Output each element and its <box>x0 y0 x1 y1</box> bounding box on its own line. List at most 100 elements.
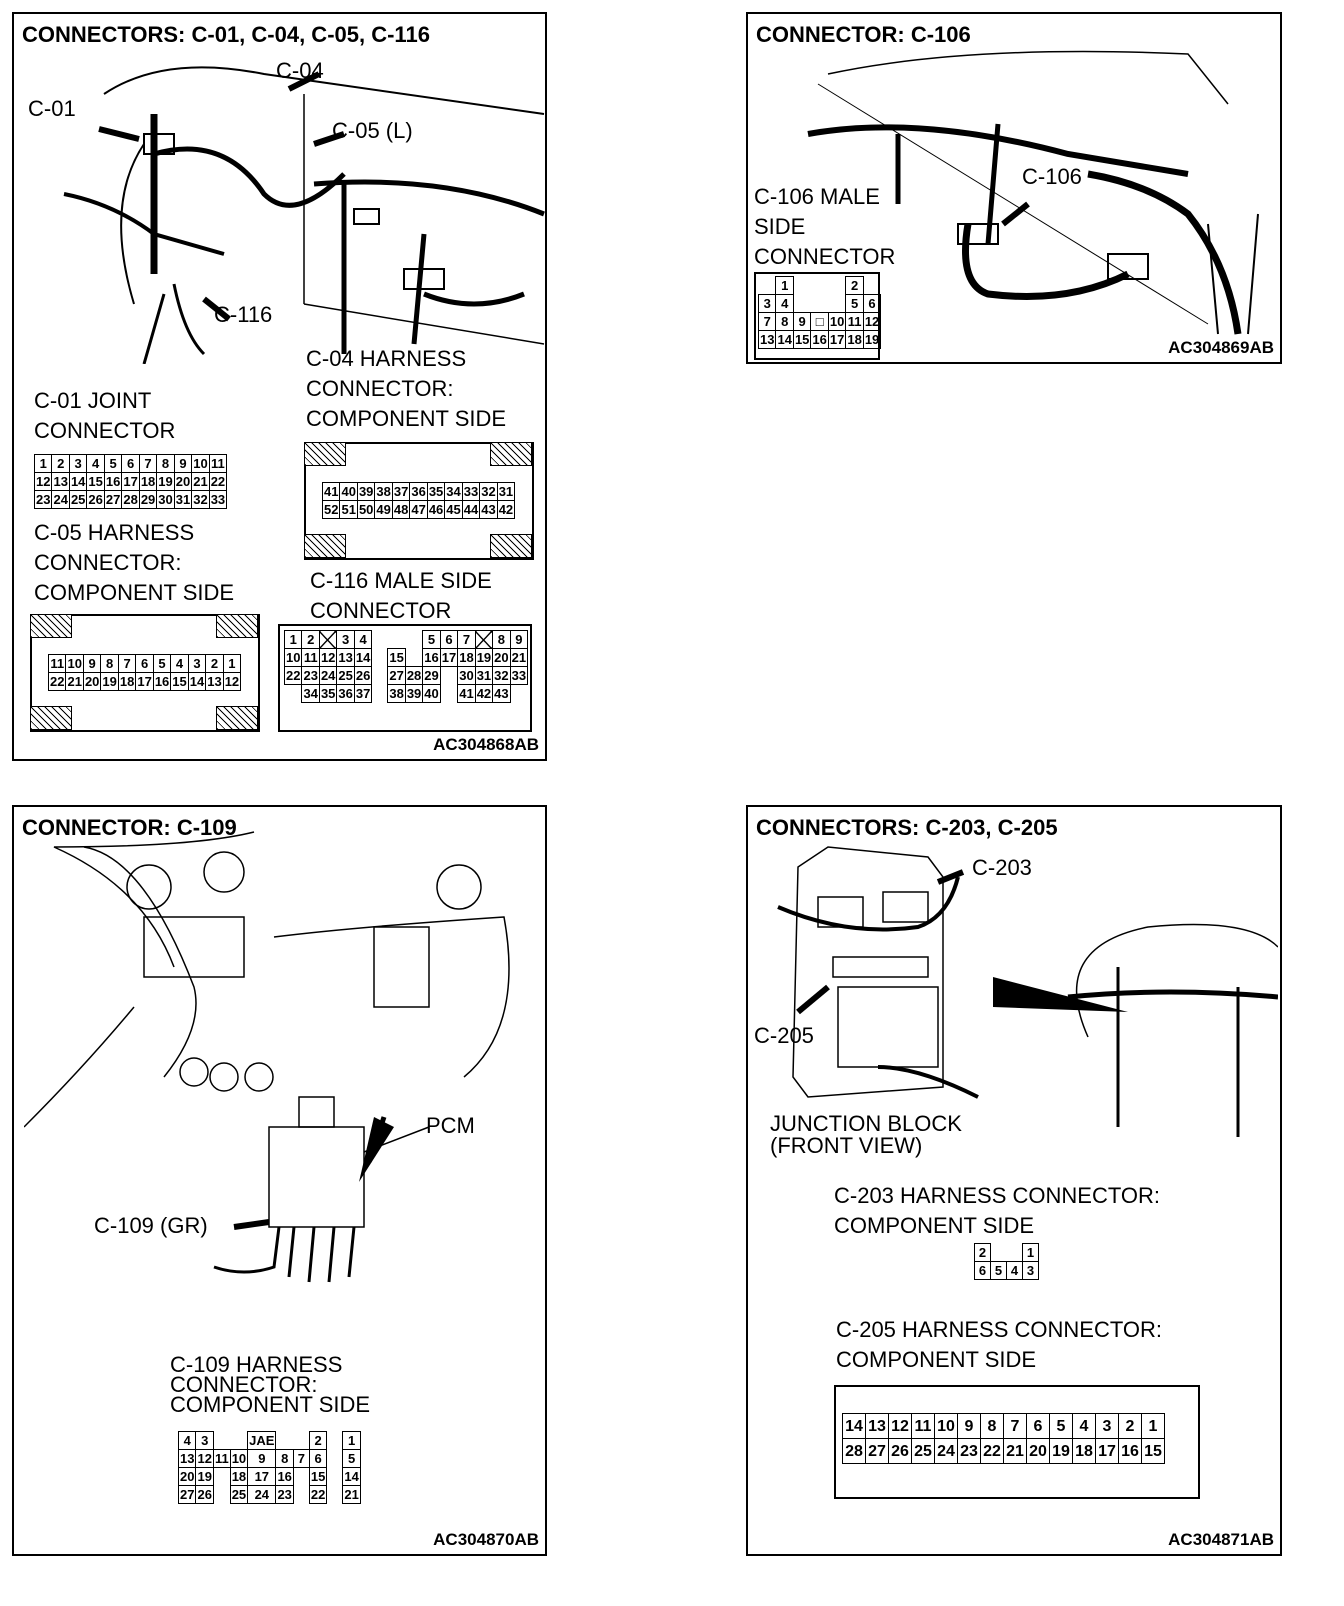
connector-pin: 4 <box>86 454 105 473</box>
connector-pin: 26 <box>195 1485 214 1504</box>
connector-pin: 41 <box>457 684 476 703</box>
connector-pin: 16 <box>422 648 441 667</box>
connector-pin: 6 <box>1026 1413 1050 1439</box>
connector-pin: 14 <box>187 672 207 691</box>
connector-gap <box>811 295 828 313</box>
connector-pin: 19 <box>1049 1438 1073 1464</box>
label-line: CONNECTOR <box>34 418 176 443</box>
connector-pin: 13 <box>336 648 355 667</box>
connector-gap <box>293 1468 309 1486</box>
label-line: C-01 JOINT <box>34 388 152 413</box>
connector-pin: 21 <box>65 672 84 691</box>
label-line: C-05 HARNESS <box>34 520 195 545</box>
connector-gap <box>372 649 388 667</box>
connector-pin: 25 <box>911 1438 935 1464</box>
label-line: COMPONENT SIDE <box>834 1213 1035 1238</box>
connector-pin: 51 <box>339 500 358 519</box>
connector-gap <box>811 277 828 295</box>
connector-pin: 5 <box>103 454 123 473</box>
connector-pin: 17 <box>121 472 140 491</box>
connector-pin: 5 <box>422 630 441 649</box>
connector-pin: 15 <box>170 672 189 691</box>
callout-c01: C-01 <box>28 96 76 121</box>
connector-pin: 12 <box>195 1449 214 1468</box>
connector-pin: 29 <box>422 666 441 685</box>
connector-pin: 42 <box>496 500 516 519</box>
callout-c205: C-205 <box>754 1023 814 1048</box>
figure-code: AC304868AB <box>433 735 539 754</box>
connector-pin: 7 <box>1003 1413 1027 1439</box>
connector-pin: 34 <box>444 482 463 501</box>
connector-gap <box>285 685 302 703</box>
connector-pin: 19 <box>100 672 119 691</box>
connector-pin: 3 <box>336 630 355 649</box>
connector-pin: 3 <box>1095 1413 1119 1439</box>
connector-pin: 43 <box>479 500 498 519</box>
connector-pin: 6 <box>308 1449 328 1468</box>
callout-c109: C-109 (GR) <box>94 1213 208 1238</box>
connector-gap <box>293 1432 309 1450</box>
connector-pin: 9 <box>173 454 193 473</box>
connector-pin: 9 <box>957 1413 981 1439</box>
c04-lock-left <box>304 442 346 466</box>
connector-pin: 43 <box>492 684 511 703</box>
label-line: C-116 MALE SIDE <box>310 568 492 593</box>
panel-title: CONNECTOR: C-109 <box>22 815 237 840</box>
connector-pin: 29 <box>138 490 158 509</box>
connector-pin: 38 <box>387 684 406 703</box>
connector-pin: 2 <box>974 1243 991 1262</box>
connector-gap <box>793 295 810 313</box>
connector-pin: 23 <box>957 1438 981 1464</box>
callout-c05: C-05 (L) <box>332 118 413 143</box>
connector-pin: 4 <box>775 294 794 313</box>
connector-pin: 28 <box>842 1438 866 1464</box>
connector-pin: 45 <box>444 500 463 519</box>
connector-pin: 22 <box>308 1485 328 1504</box>
connector-pin: 49 <box>374 500 393 519</box>
connector-pin: 11 <box>212 1449 231 1468</box>
connector-pin: 1 <box>283 630 303 649</box>
connector-gap <box>828 295 845 313</box>
connector-pin: 47 <box>409 500 428 519</box>
connector-pin: 6 <box>974 1261 991 1280</box>
connector-pin: 22 <box>208 472 228 491</box>
connector-pin: 11 <box>911 1413 935 1439</box>
connector-pin: 28 <box>121 490 140 509</box>
connector-gap <box>991 1244 1007 1262</box>
connector-gap <box>388 631 405 649</box>
panel-title: CONNECTORS: C-01, C-04, C-05, C-116 <box>22 22 430 47</box>
connector-pin: 11 <box>47 654 67 673</box>
connector-pin: 40 <box>422 684 441 703</box>
connector-pin: 7 <box>138 454 158 473</box>
connector-gap <box>327 1468 343 1486</box>
connector-pin: 19 <box>474 648 494 667</box>
connector-pin: 44 <box>461 500 481 519</box>
connector-pin: 24 <box>318 666 338 685</box>
label-line: CONNECTOR: <box>306 376 454 401</box>
connector-pin: 6 <box>439 630 459 649</box>
connector-pin: 12 <box>222 672 242 691</box>
dashboard-pcm-illustration <box>24 831 510 1283</box>
connector-pin: 5 <box>1049 1413 1073 1439</box>
connector-pin: 13 <box>51 472 70 491</box>
label-line: CONNECTOR: <box>34 550 182 575</box>
connector-pin: 19 <box>862 330 882 349</box>
connector-pin: 28 <box>404 666 424 685</box>
connector-gap <box>213 1432 230 1450</box>
connector-pin: 4 <box>1006 1261 1023 1280</box>
connector-pin: 18 <box>845 330 864 349</box>
